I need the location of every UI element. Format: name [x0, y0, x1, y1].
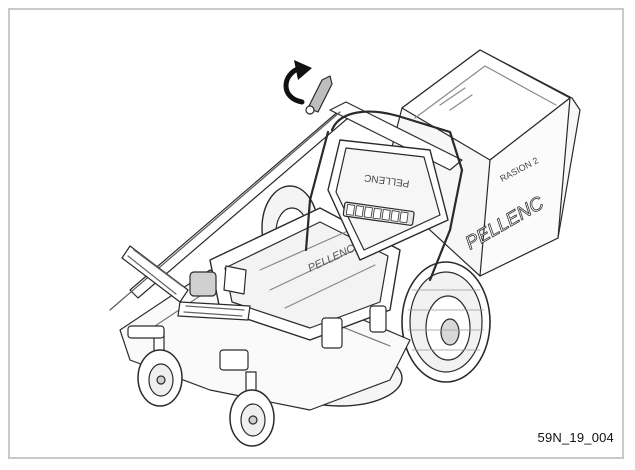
- figure-reference-code: 59N_19_004: [537, 430, 614, 445]
- rear-right-wheel: [401, 261, 491, 383]
- front-grips: [121, 245, 251, 321]
- figure-frame: RASION 2 PELLENC: [8, 8, 624, 459]
- deck-side-parts: [127, 305, 387, 371]
- rotate-arrow-icon: [283, 60, 312, 105]
- front-right-wheel: [229, 371, 275, 447]
- mower-illustration: RASION 2 PELLENC: [109, 49, 581, 447]
- lever: [305, 75, 333, 115]
- control-console: PELLENC: [304, 110, 464, 282]
- front-left-wheel: [137, 329, 183, 407]
